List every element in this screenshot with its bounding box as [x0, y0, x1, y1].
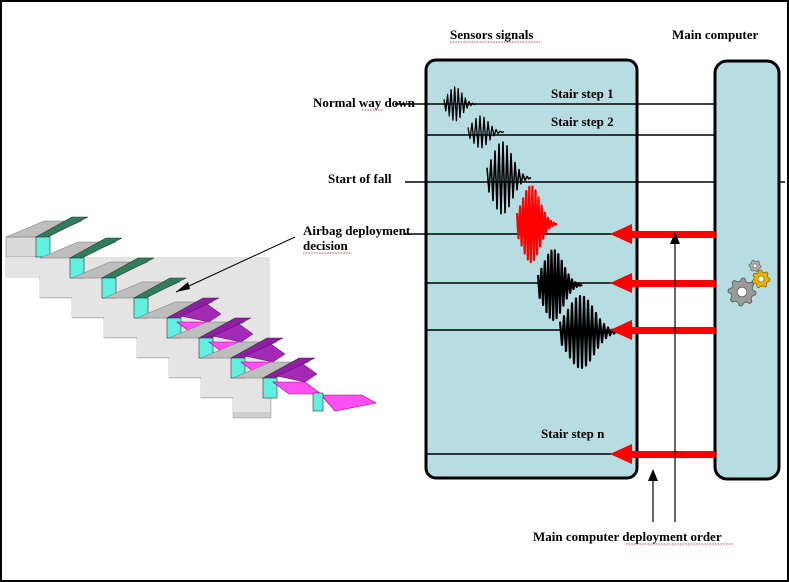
order-arrowhead-long: [670, 232, 680, 244]
gear-small-hub: [752, 263, 758, 269]
waveform-start-fall: [486, 141, 532, 215]
label-airbag-line1: Airbag deployment: [303, 223, 411, 238]
label-start-of-fall: Start of fall: [328, 171, 392, 186]
red-arrow-2: [610, 273, 715, 293]
gears-icon: [727, 259, 771, 307]
waveform-6: [558, 295, 621, 369]
red-arrow-n: [610, 444, 715, 464]
gear-yellow-hub: [757, 275, 765, 283]
label-main-computer: Main computer: [672, 27, 759, 42]
label-stair-step-2: Stair step 2: [551, 114, 614, 129]
sensor-front-cyan: [35, 236, 51, 258]
waveform-5: [536, 249, 583, 322]
label-deployment-order: Main computer deployment order: [533, 529, 722, 544]
order-arrowhead-short: [648, 469, 658, 481]
waveform-airbag-decision: [515, 185, 558, 264]
airbag-pointer-line: [175, 236, 296, 293]
airbag-fold: [212, 323, 254, 343]
sensor-waveforms: [443, 86, 621, 369]
main-computer-panel: [713, 59, 781, 481]
label-normal-way-down: Normal way down: [313, 95, 416, 110]
label-stair-step-n: Stair step n: [541, 426, 605, 441]
red-arrow-1: [610, 224, 715, 244]
deployment-arrows: [610, 224, 715, 464]
airbag-fold: [244, 343, 286, 363]
label-sensors-signals: Sensors signals: [450, 27, 533, 42]
sensor-front-cyan: [262, 377, 278, 399]
sensors-panel: [424, 58, 639, 480]
red-arrow-3: [610, 320, 715, 340]
gear-large-hub: [736, 286, 748, 298]
airbag-inflated-pink: [272, 381, 322, 395]
staircase: [5, 216, 377, 419]
airbag-fold: [180, 303, 222, 323]
airbag-pointer-arrowhead: [176, 282, 190, 292]
airbag-fold: [276, 363, 318, 383]
label-stair-step-1: Stair step 1: [551, 86, 614, 101]
waveform-step-2: [467, 115, 505, 149]
sensor-front-cyan: [312, 392, 324, 412]
label-airbag-line2: decision: [303, 238, 349, 253]
waveform-step-1: [443, 86, 477, 122]
airbag-inflated-pink: [320, 394, 377, 412]
stair-body: [6, 257, 270, 412]
